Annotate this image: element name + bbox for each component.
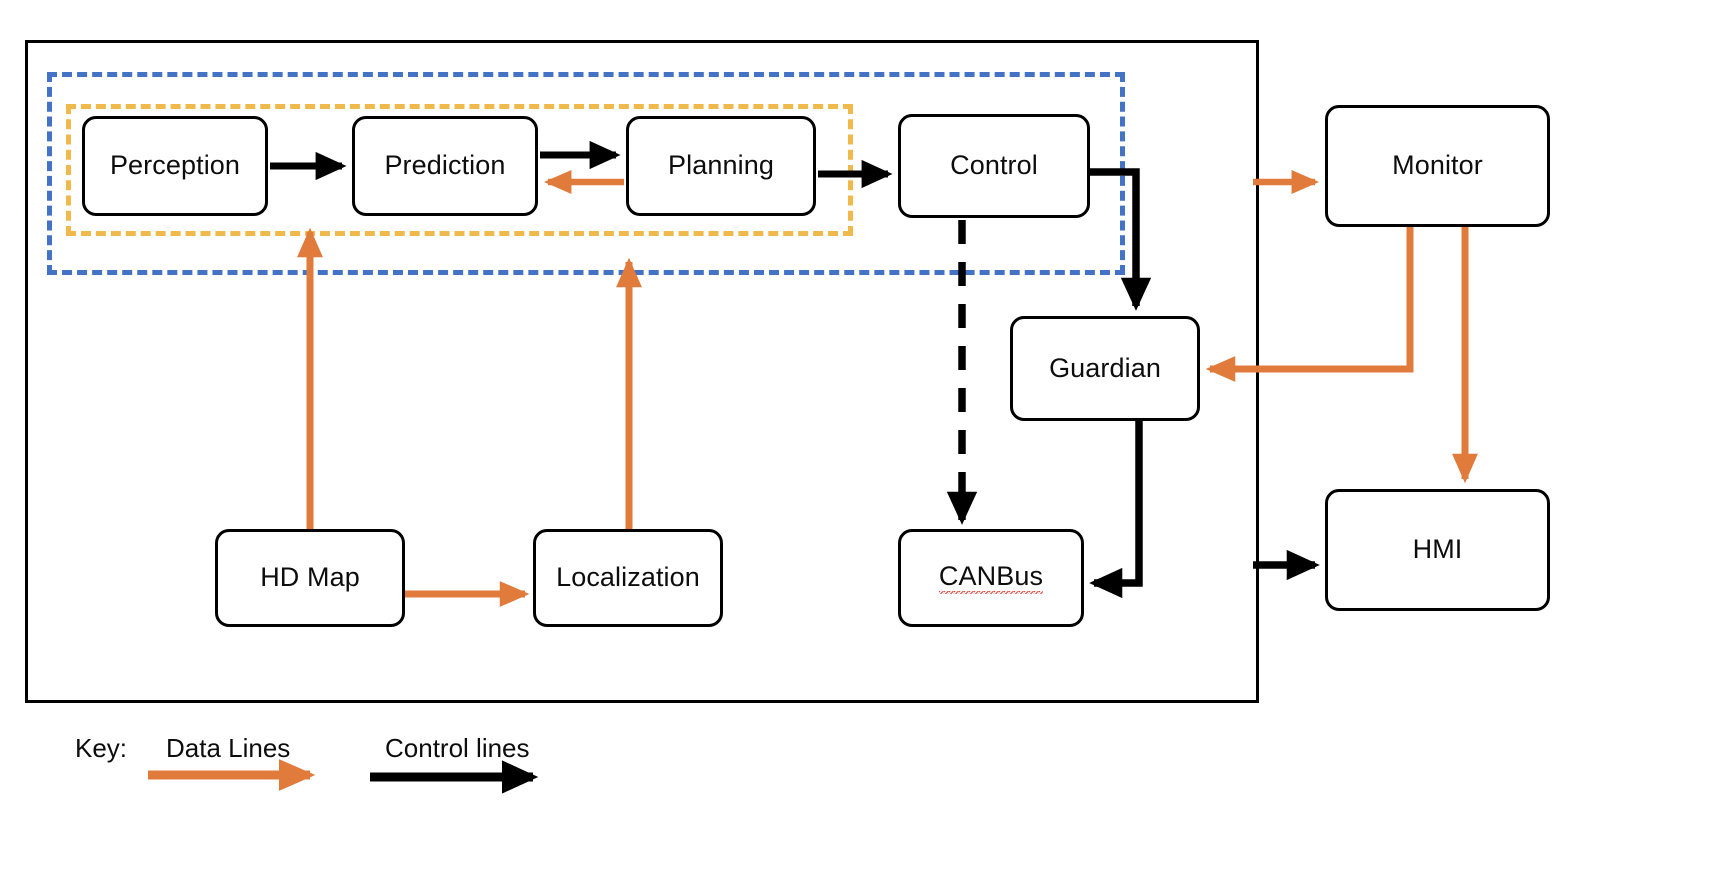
node-label-localization: Localization bbox=[556, 562, 700, 593]
node-label-perception: Perception bbox=[109, 150, 241, 181]
node-guardian[interactable]: Guardian bbox=[1010, 316, 1200, 421]
group-frame-perception-planning bbox=[66, 104, 853, 236]
node-label-hmi: HMI bbox=[1412, 534, 1463, 565]
node-label-planning: Planning bbox=[668, 150, 774, 181]
node-label-guardian: Guardian bbox=[1049, 352, 1161, 383]
node-canbus[interactable]: CANBus bbox=[898, 529, 1084, 627]
node-monitor[interactable]: Monitor bbox=[1325, 105, 1550, 227]
node-label-canbus: CANBus bbox=[938, 561, 1044, 594]
node-label-hd-map: HD Map bbox=[260, 562, 360, 593]
node-label-control: Control bbox=[950, 150, 1038, 181]
node-hd-map[interactable]: HD Map bbox=[215, 529, 405, 627]
node-planning[interactable]: Planning bbox=[626, 116, 816, 216]
node-label-monitor: Monitor bbox=[1392, 150, 1483, 181]
key-entry-label-data-lines: Data Lines bbox=[166, 733, 291, 763]
node-label-prediction: Prediction bbox=[384, 150, 506, 181]
key-label: Key: bbox=[75, 733, 128, 763]
key-entry-label-control-lines: Control lines bbox=[385, 733, 530, 763]
node-control[interactable]: Control bbox=[898, 114, 1090, 218]
node-hmi[interactable]: HMI bbox=[1325, 489, 1550, 611]
node-prediction[interactable]: Prediction bbox=[352, 116, 538, 216]
node-perception[interactable]: Perception bbox=[82, 116, 268, 216]
node-localization[interactable]: Localization bbox=[533, 529, 723, 627]
